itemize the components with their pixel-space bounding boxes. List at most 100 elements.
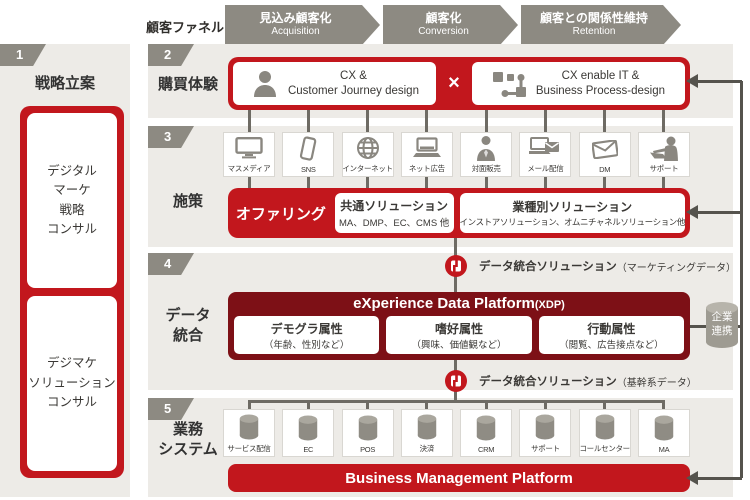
section-title-business-systems: 業務 システム [158, 421, 218, 459]
connector-line [248, 400, 665, 403]
section-number-badge: 4 [148, 253, 194, 275]
smartphone-icon [298, 133, 318, 165]
channel-label: インターネット [342, 164, 393, 173]
arrowhead-icon [686, 205, 698, 219]
attribute-title: 嗜好属性 [434, 321, 483, 336]
core-data-connector-label: データ統合ソリューション（基幹系データ） [479, 373, 697, 389]
process-flow-icon [492, 69, 528, 99]
connector-line [603, 110, 606, 132]
channel-label: メール配信 [527, 164, 564, 173]
attribute-demographic-card: デモグラ属性 （年齢、性別など） [234, 316, 380, 354]
system-label: POS [360, 445, 376, 454]
funnel-stage-conversion: 顧客化 Conversion [383, 5, 518, 45]
partner-label: 企業 連携 [711, 311, 733, 337]
arrowhead-icon [686, 471, 698, 485]
connector-line [307, 110, 310, 132]
data-integration-icon [445, 255, 467, 277]
funnel-stage-en: Retention [572, 26, 616, 38]
marketing-data-connector-label: データ統合ソリューション（マーケティングデータ） [479, 258, 736, 274]
database-icon [533, 410, 557, 443]
database-icon [237, 410, 261, 443]
arrowhead-icon [686, 74, 698, 88]
strategy-card-digital-marketing: デジタル マーケ 戦略 コンサル [27, 113, 117, 288]
industry-solution-title: 業種別ソリューション [512, 200, 633, 214]
connector-line [662, 177, 665, 188]
data-integration-icon [445, 370, 467, 392]
funnel-stage-acquisition: 見込み顧客化 Acquisition [225, 5, 380, 45]
xdp-container: eXperience Data Platform(XDP) デモグラ属性 （年齢… [228, 292, 690, 360]
attribute-subtitle: （年齢、性別など） [263, 339, 350, 351]
offering-label: オファリング [235, 205, 326, 223]
database-icon [652, 410, 676, 445]
experience-container: CX & Customer Journey design × CX enable… [228, 57, 690, 110]
attribute-title: デモグラ属性 [270, 321, 343, 336]
channel-label: マスメディア [227, 164, 271, 173]
industry-solution-card: 業種別ソリューション インストアソリューション、オムニチャネルソリューション他 [459, 193, 685, 233]
connector-line [366, 401, 369, 409]
person-icon [250, 69, 280, 99]
attribute-subtitle: （閲覧、広告接点など） [559, 339, 664, 351]
channel-label: サポート [649, 164, 679, 173]
connector-line [307, 401, 310, 409]
salesperson-icon [475, 133, 497, 163]
database-icon [593, 410, 617, 443]
xdp-title: eXperience Data Platform(XDP) [234, 292, 684, 316]
connector-line [425, 110, 428, 132]
connector-label-note: （マーケティングデータ） [616, 262, 736, 274]
connector-line [603, 177, 606, 188]
panel-strategy: 1 戦略立案 デジタル マーケ 戦略 コンサル デジマケ ソリューション コンサ… [0, 44, 130, 497]
section-number-badge: 3 [148, 126, 194, 148]
connector-line [248, 401, 251, 409]
panel-data-integration: 4 データ 統合 eXperience Data Platform(XDP) デ… [148, 253, 733, 390]
section-title-experience: 購買体験 [157, 76, 218, 93]
common-solution-subtitle: MA、DMP、EC、CMS 他 [339, 218, 450, 229]
channel-support: サポート [637, 132, 690, 177]
section-number-badge: 1 [0, 44, 46, 66]
laptop-mail-icon [529, 133, 561, 163]
database-icon [356, 410, 380, 445]
channel-sns: SNS [282, 132, 335, 177]
connector-line [366, 110, 369, 132]
system-ec: EC [282, 409, 335, 457]
system-label: 決済 [419, 444, 435, 453]
connector-line [485, 110, 488, 132]
feedback-line [697, 477, 742, 480]
system-ma: MA [637, 409, 690, 457]
connector-label-text: データ統合ソリューション [479, 376, 617, 388]
cx-journey-card: CX & Customer Journey design [233, 62, 436, 105]
offering-container: オファリング 共通ソリューション MA、DMP、EC、CMS 他 業種別ソリュー… [228, 188, 690, 238]
multiply-icon: × [448, 72, 460, 94]
panel-business-systems: 5 業務 システム サービス配信 EC POS 決済 CRM [148, 398, 733, 497]
cx-it-process-label: CX enable IT & Business Process-design [535, 69, 666, 97]
connector-line [485, 401, 488, 409]
strategy-card-solution-consulting: デジマケ ソリューション コンサル [27, 296, 117, 471]
attribute-subtitle: （興味、価値観など） [411, 339, 507, 351]
xdp-title-suffix: (XDP) [534, 299, 565, 311]
channel-mass-media: マスメディア [223, 132, 275, 177]
laptop-icon [412, 133, 441, 163]
globe-icon [356, 133, 380, 163]
system-crm: CRM [460, 409, 513, 457]
channel-dm: DM [578, 132, 631, 177]
cx-journey-label: CX & Customer Journey design [287, 69, 419, 97]
connector-line [485, 177, 488, 188]
channel-face-to-face: 対面販売 [460, 132, 513, 177]
funnel-stage-jp: 見込み顧客化 [259, 11, 332, 26]
funnel-stage-jp: 顧客化 [425, 11, 462, 26]
xdp-title-text: eXperience Data Platform [353, 295, 535, 312]
channel-label: SNS [301, 165, 316, 174]
panel-measures: 3 施策 マスメディア SNS インターネット [148, 126, 733, 247]
section-title-data-integration: データ 統合 [165, 307, 211, 345]
common-solution-card: 共通ソリューション MA、DMP、EC、CMS 他 [334, 193, 454, 233]
connector-line [248, 110, 251, 132]
system-payment: 決済 [400, 409, 453, 457]
partner-database: 企業 連携 [704, 301, 740, 349]
section-number-badge: 2 [148, 44, 194, 66]
system-call-center: コールセンター [578, 409, 631, 457]
channel-label: ネット広告 [408, 164, 445, 173]
channel-internet: インターネット [341, 132, 394, 177]
connector-line [366, 177, 369, 188]
connector-line [544, 401, 547, 409]
section-title-measures: 施策 [172, 193, 203, 210]
